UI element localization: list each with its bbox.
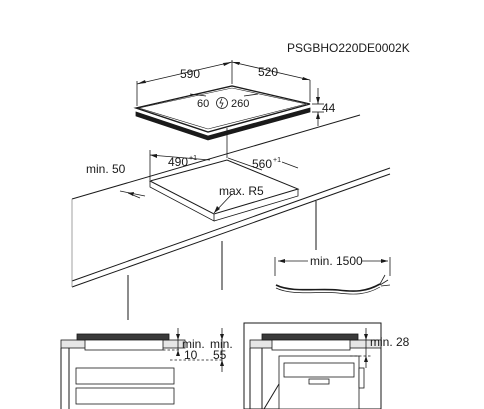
power-cable [275,283,381,292]
clearance-value: 55 [213,348,227,362]
power-value-a: 60 [197,98,209,110]
hob-width-label: 590 [180,67,200,81]
power-value-b: 260 [231,98,249,110]
cutout-width-dimension: 490 +1 [149,128,228,180]
hob-body [135,107,311,141]
oven-gap-label: min. 28 [370,335,410,349]
hob-section-a [76,333,170,341]
side-view-b: min. 28 [243,322,410,409]
corner-radius-callout: max. R5 [213,184,264,214]
hob-section-b [261,333,359,341]
hob-height-dimension: 44 [312,88,336,126]
clearance-label-top: min. [210,337,233,351]
hob-depth-dimension: 520 [231,61,311,102]
cutout-depth-label: 560 [252,157,272,171]
gap-value: 10 [184,348,198,362]
model-code: PSGBHO220DE0002K [287,41,410,55]
side-view-a: min. 10 min. 55 [60,328,233,409]
worktop-illustration [71,114,391,320]
corner-radius-label: max. R5 [219,184,264,198]
cutout-width-label: 490 [168,155,188,169]
hob-width-dimension: 590 [136,60,233,106]
hob-height-label: 44 [322,101,336,115]
gap-label-top: min. [182,337,205,351]
hob-illustration: 60 260 [133,85,311,141]
detail-frame [243,322,382,409]
cable-length-label: min. 1500 [310,254,363,268]
hob-depth-label: 520 [258,65,278,79]
cutout-depth-dimension: 560 +1 [227,157,299,171]
front-margin-label: min. 50 [86,162,126,176]
cutout-width-tolerance: +1 [189,155,197,162]
power-cable-illustration: min. 1500 [274,254,391,295]
front-margin-dimension: min. 50 [86,162,146,199]
cutout-depth-tolerance: +1 [273,157,281,164]
power-icon [216,97,228,109]
